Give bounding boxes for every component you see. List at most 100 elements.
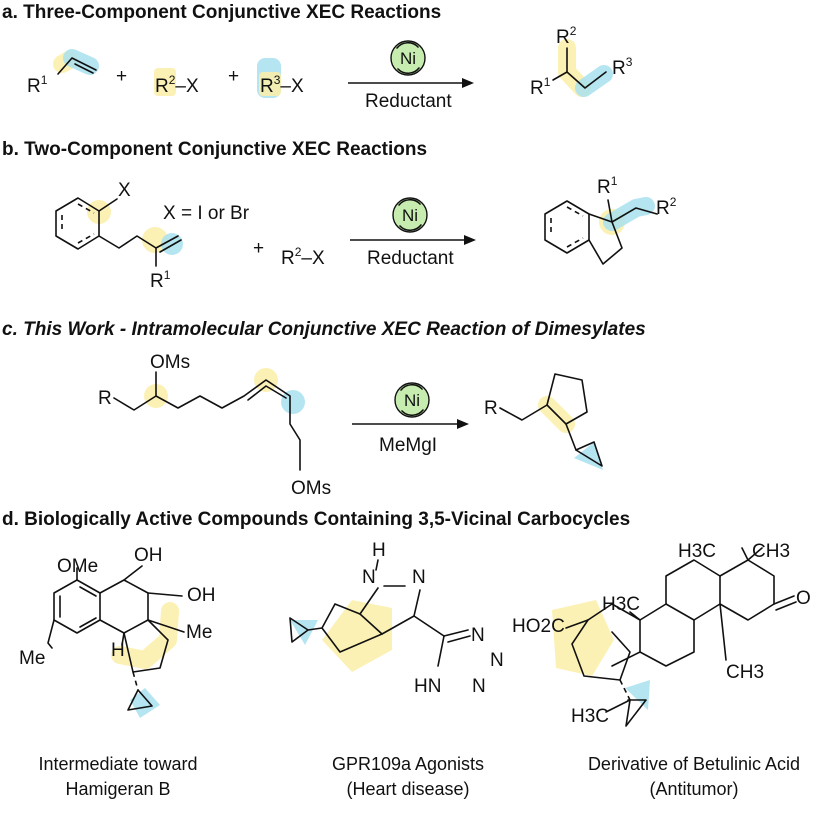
ch3-mid-label: CH3: [726, 662, 764, 683]
r2-label: R: [155, 76, 169, 97]
reactant-r-label: R: [98, 388, 112, 409]
r3x-reactant: R3–X: [257, 58, 304, 98]
b-r2-label: R: [281, 248, 295, 269]
hamigeran-intermediate: OMe OH OH Me Me H Intermediate toward Ha…: [19, 545, 216, 799]
r3-sup: 3: [274, 73, 281, 87]
r2x-reactant: R2–X: [154, 68, 199, 97]
product-a: R2 R1 R3: [530, 24, 633, 99]
gpr109a-agonist: H N N N N N HN GPR109a Agonists (Heart d…: [289, 540, 504, 799]
cmpd1-caption-2: Hamigeran B: [65, 779, 170, 799]
product-r1-label: R: [530, 78, 544, 99]
h3c-bottom-label: H3C: [571, 706, 609, 727]
svg-text:R2: R2: [656, 195, 677, 219]
x-definition: X = I or Br: [163, 203, 250, 224]
r2x-reactant-b: R2–X: [281, 245, 325, 269]
me-ring-label: Me: [186, 622, 212, 643]
ch3-top-label: CH3: [752, 541, 790, 562]
alkene-reactant: R1: [27, 49, 99, 97]
r2-sup: 2: [169, 73, 176, 87]
aryl-r1-label: R: [150, 271, 164, 292]
ome-label: OMe: [57, 556, 98, 577]
cmpd3-caption-1: Derivative of Betulinic Acid: [588, 754, 800, 774]
me-aryl-label: Me: [19, 648, 45, 669]
product-c: R: [484, 373, 603, 470]
product-r2-sup: 2: [570, 24, 577, 38]
cmpd2-caption-1: GPR109a Agonists: [332, 754, 484, 774]
svg-text:R3–X: R3–X: [260, 73, 304, 97]
catalyst-label: Ni: [400, 49, 416, 68]
cmpd3-caption-2: (Antitumor): [649, 779, 738, 799]
b-r2-sup: 2: [295, 245, 302, 259]
product-r3-sup: 3: [626, 55, 633, 69]
reagent-label-c: MeMgI: [379, 435, 437, 456]
product-b: R1 R2: [544, 174, 677, 265]
plus-sign-b: +: [253, 238, 264, 259]
h3c-mid-label: H3C: [602, 594, 640, 615]
plus-sign: +: [116, 66, 127, 87]
catalyst-label-b: Ni: [402, 206, 418, 225]
product-r3-label: R: [612, 58, 626, 79]
svg-text:R1: R1: [530, 75, 551, 99]
svg-text:R1: R1: [597, 174, 618, 198]
oms-top-label: OMs: [150, 352, 190, 373]
aryl-halide-reactant: X R1 X = I or Br: [55, 180, 250, 292]
oh1-label: OH: [134, 545, 163, 566]
product-b-r1-label: R: [597, 177, 611, 198]
catalyst-label-c: Ni: [404, 391, 420, 410]
alkene-r1-label: R: [27, 76, 41, 97]
section-b-title: b. Two-Component Conjunctive XEC Reactio…: [2, 139, 427, 160]
nickel-catalyst-icon-b: [392, 197, 428, 233]
section-c: c. This Work - Intramolecular Conjunctiv…: [2, 319, 646, 499]
cmpd1-caption-1: Intermediate toward: [38, 754, 197, 774]
cmpd2-caption-2: (Heart disease): [346, 779, 469, 799]
section-a-title: a. Three-Component Conjunctive XEC React…: [2, 2, 441, 23]
svg-text:R1: R1: [27, 73, 48, 97]
aryl-r1-sup: 1: [164, 268, 171, 282]
tetrazole-hn-label: HN: [414, 676, 441, 697]
nickel-catalyst-icon: [390, 40, 426, 76]
reagent-label-b: Reductant: [367, 248, 454, 269]
dimesylate-reactant: R OMs OMs: [98, 352, 331, 499]
tetrazole-n-label-2: N: [490, 650, 504, 671]
section-b: b. Two-Component Conjunctive XEC Reactio…: [2, 139, 677, 292]
section-c-title: c. This Work - Intramolecular Conjunctiv…: [2, 319, 646, 340]
h3c-top-label: H3C: [678, 541, 716, 562]
r3-label: R: [260, 76, 274, 97]
reaction-arrow-b: Ni Reductant: [350, 197, 476, 269]
svg-text:H3C: H3C: [678, 541, 716, 562]
section-d-title: d. Biologically Active Compounds Contain…: [2, 509, 630, 530]
product-r1-sup: 1: [544, 75, 551, 89]
plus-sign-2: +: [228, 66, 239, 87]
svg-text:R2–X: R2–X: [281, 245, 325, 269]
reagent-label: Reductant: [365, 91, 452, 112]
section-a: a. Three-Component Conjunctive XEC React…: [2, 2, 633, 112]
product-b-r1-sup: 1: [611, 174, 618, 188]
halide-x-label: X: [118, 180, 131, 201]
b-r2-x-label: –X: [301, 248, 325, 269]
r2-x-label: –X: [175, 76, 199, 97]
pyrazole-n1-label: N: [362, 567, 376, 588]
ho2c-label: HO2C: [512, 616, 565, 637]
nh-h-label: H: [372, 540, 386, 561]
svg-text:R2–X: R2–X: [155, 73, 199, 97]
nickel-catalyst-icon-c: [394, 382, 430, 418]
betulinic-acid-derivative: H3C CH3 O H3C CH3 HO2C H3C Derivative of…: [512, 541, 811, 799]
svg-text:R3: R3: [612, 55, 633, 79]
product-r2-label: R: [556, 27, 570, 48]
tetrazole-n-label-1: N: [471, 625, 485, 646]
alkene-r1-sup: 1: [41, 73, 48, 87]
svg-text:R1: R1: [150, 268, 171, 292]
pyrazole-n2-label: N: [412, 567, 426, 588]
reaction-arrow-a: Ni Reductant: [348, 40, 474, 112]
section-d: d. Biologically Active Compounds Contain…: [2, 509, 811, 799]
ketone-o-label: O: [796, 588, 811, 609]
r3-x-label: –X: [280, 76, 304, 97]
reaction-arrow-c: Ni MeMgI: [352, 382, 469, 456]
product-b-r2-label: R: [656, 198, 670, 219]
oh2-label: OH: [187, 585, 216, 606]
svg-text:R2: R2: [556, 24, 577, 48]
oms-bottom-label: OMs: [291, 478, 331, 499]
tetrazole-n-label-3: N: [472, 676, 486, 697]
product-c-r-label: R: [484, 398, 498, 419]
